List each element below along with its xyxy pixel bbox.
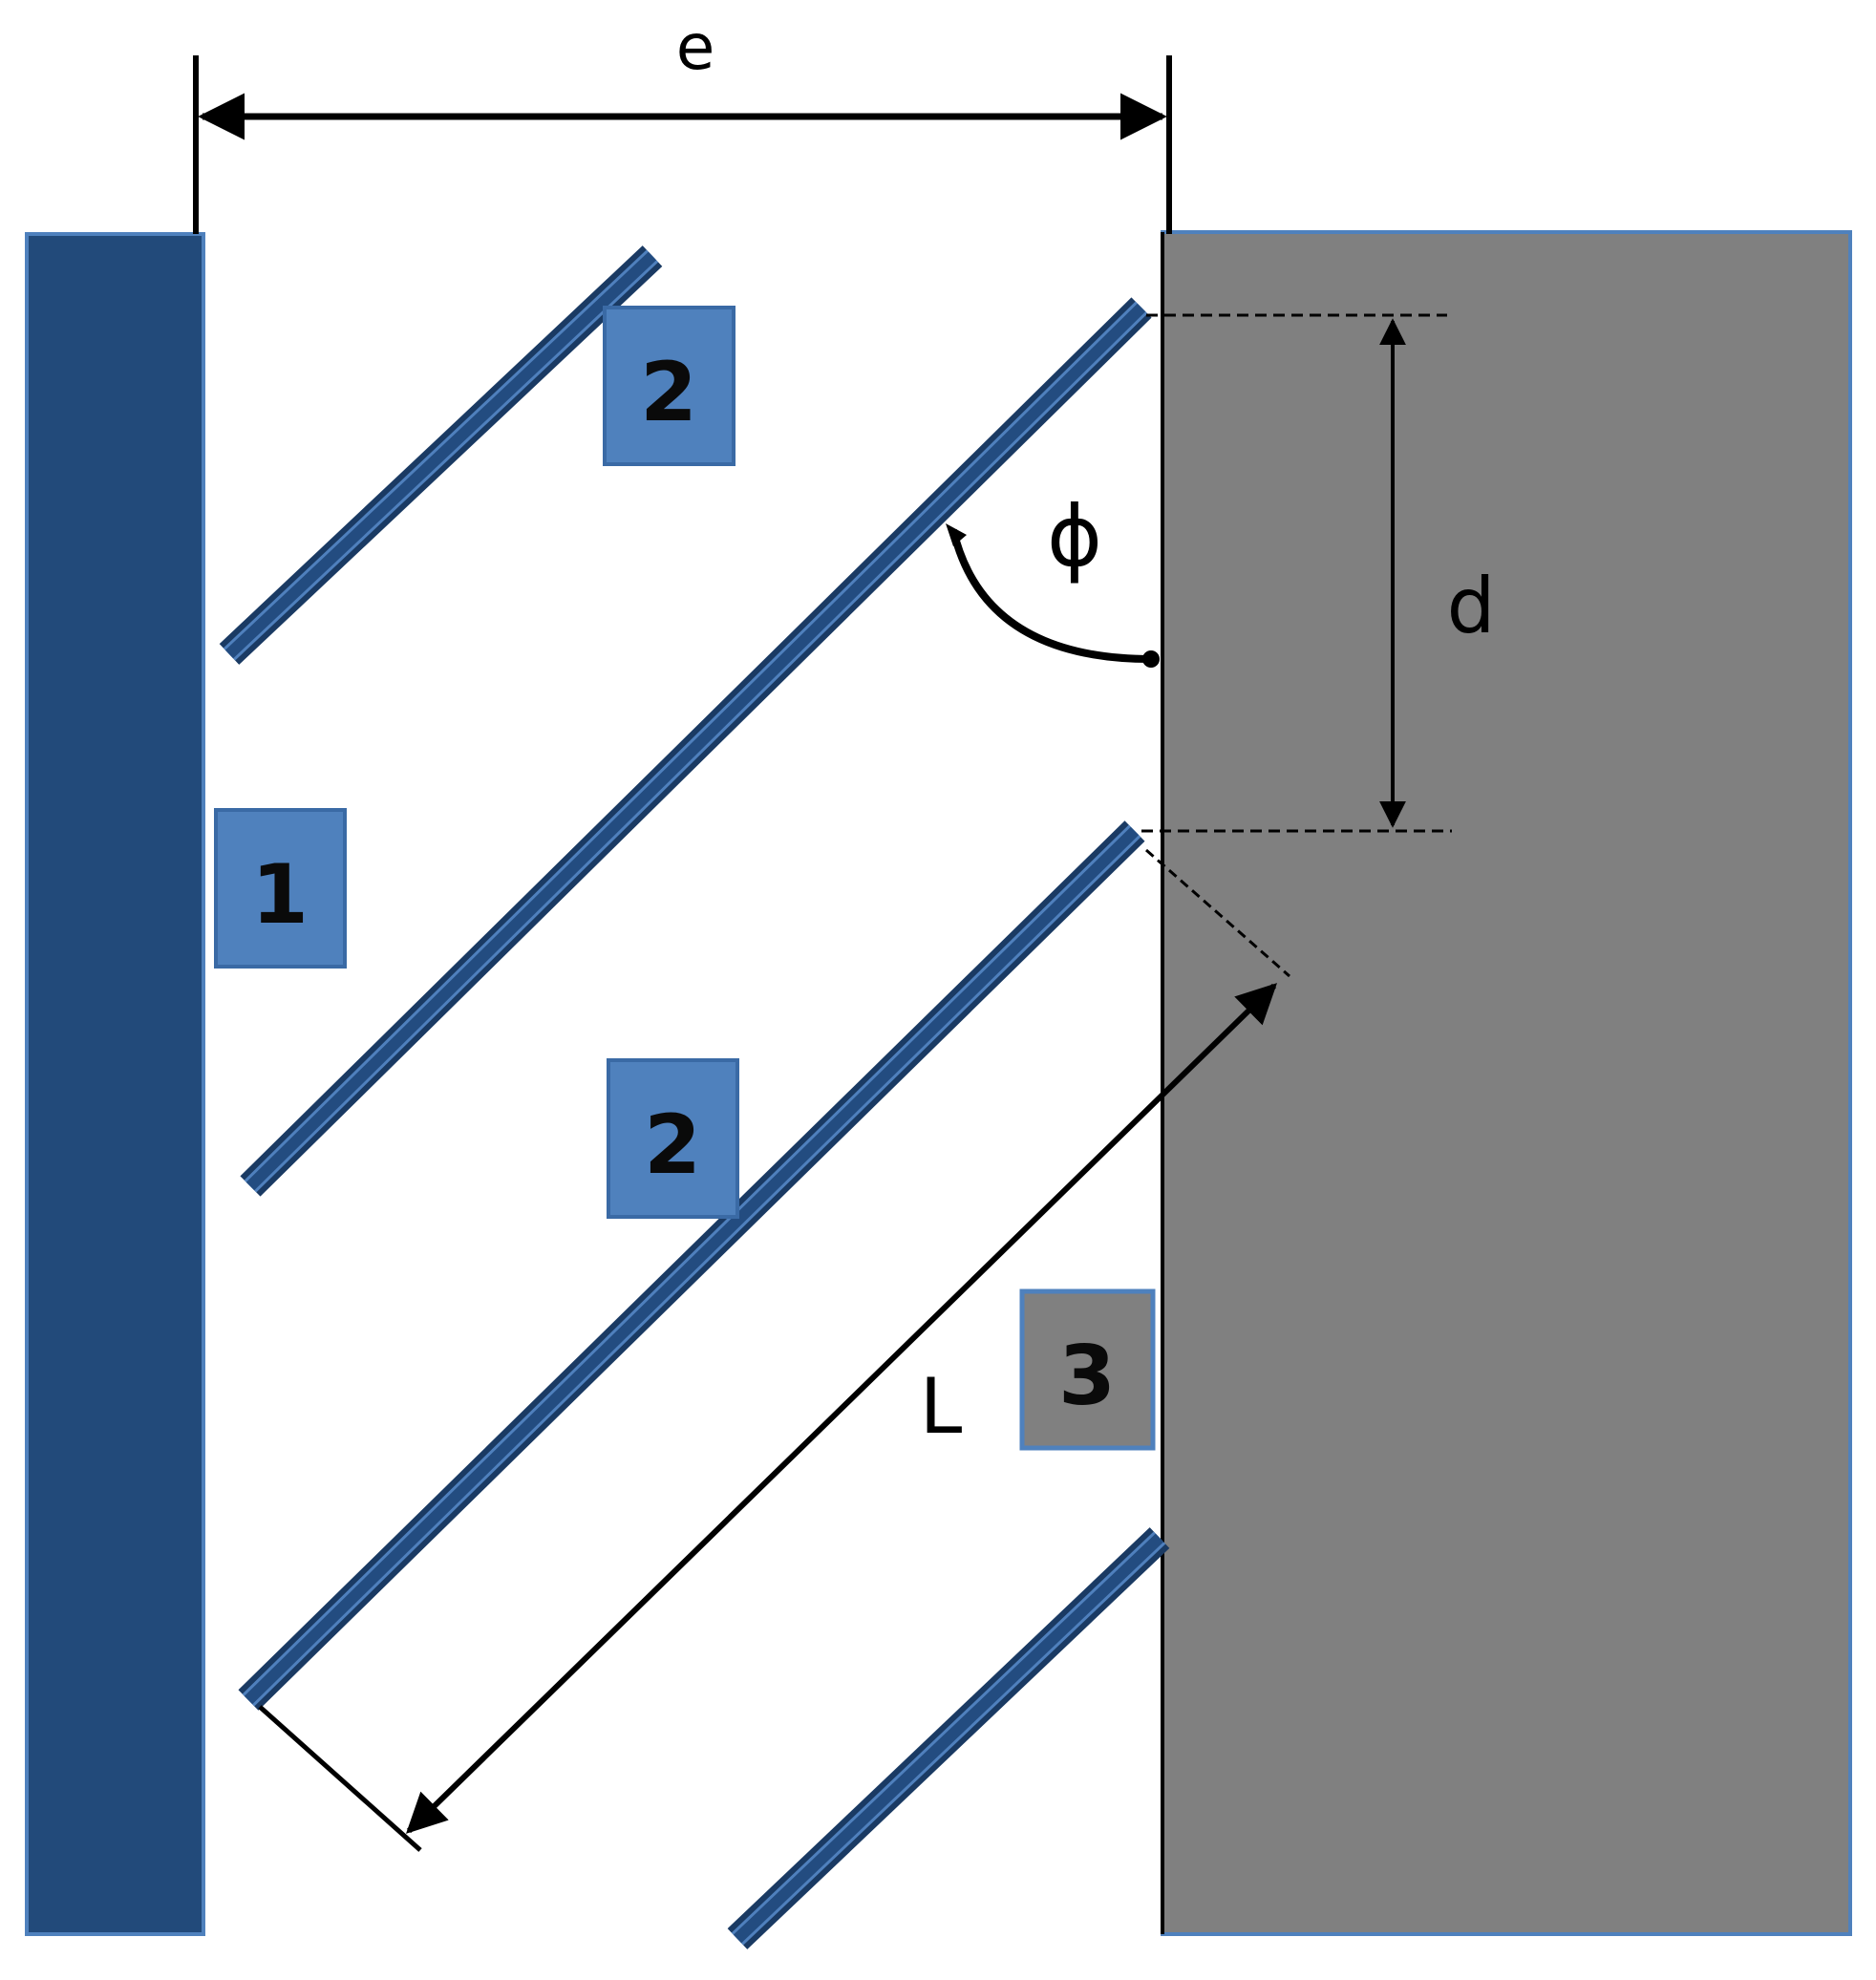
dimension-L: L — [258, 848, 1290, 1852]
dimension-e: e — [193, 11, 1172, 234]
label-box-1: 1 — [214, 808, 347, 969]
right-block — [1161, 230, 1852, 1936]
svg-text:2: 2 — [640, 345, 697, 440]
left-plate — [25, 232, 205, 1936]
svg-text:2: 2 — [644, 1097, 701, 1193]
label-box-3: 3 — [1019, 1288, 1156, 1451]
dimension-e-label: e — [676, 11, 715, 84]
label-box-2-top: 2 — [603, 306, 735, 466]
angle-phi-label: ϕ — [1047, 487, 1102, 585]
svg-text:1: 1 — [251, 847, 309, 943]
angle-phi: ϕ — [946, 487, 1160, 668]
dimension-L-label: L — [920, 1362, 963, 1451]
dimension-L-line — [405, 983, 1278, 1834]
angle-phi-arc — [949, 529, 1152, 663]
dimension-d-label: d — [1447, 562, 1496, 650]
svg-text:3: 3 — [1058, 1329, 1116, 1424]
label-box-2-bottom: 2 — [607, 1058, 739, 1219]
dimension-d: d — [1141, 313, 1496, 833]
